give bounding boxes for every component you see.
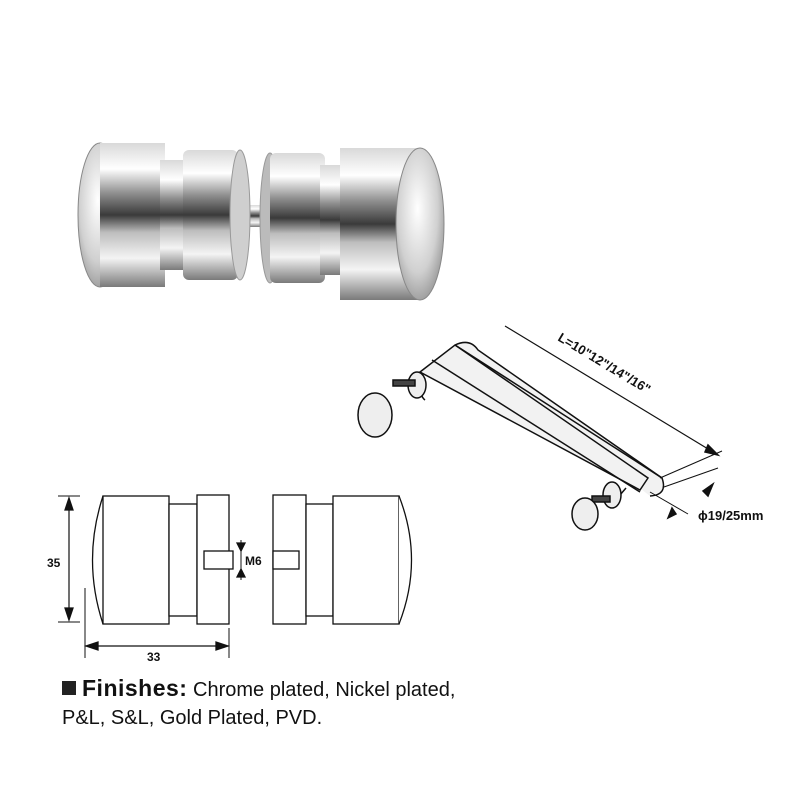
finishes-line-1: Chrome plated, Nickel plated, <box>193 679 456 701</box>
knob-dimension-drawing <box>58 494 413 658</box>
thread-size-label: M6 <box>245 554 262 568</box>
handle-diameter-label: ϕ19/25mm <box>698 508 763 523</box>
width-dimension-label: 33 <box>147 650 161 664</box>
finishes-line-2: P&L, S&L, Gold Plated, PVD. <box>62 707 323 729</box>
finishes-heading: Finishes: <box>82 675 188 701</box>
handle-drawing <box>357 325 723 531</box>
finishes-text: Finishes: Chrome plated, Nickel plated, … <box>62 674 455 732</box>
bullet-square-icon <box>62 681 76 695</box>
height-dimension-label: 35 <box>47 556 61 570</box>
knob-photo <box>77 142 445 301</box>
